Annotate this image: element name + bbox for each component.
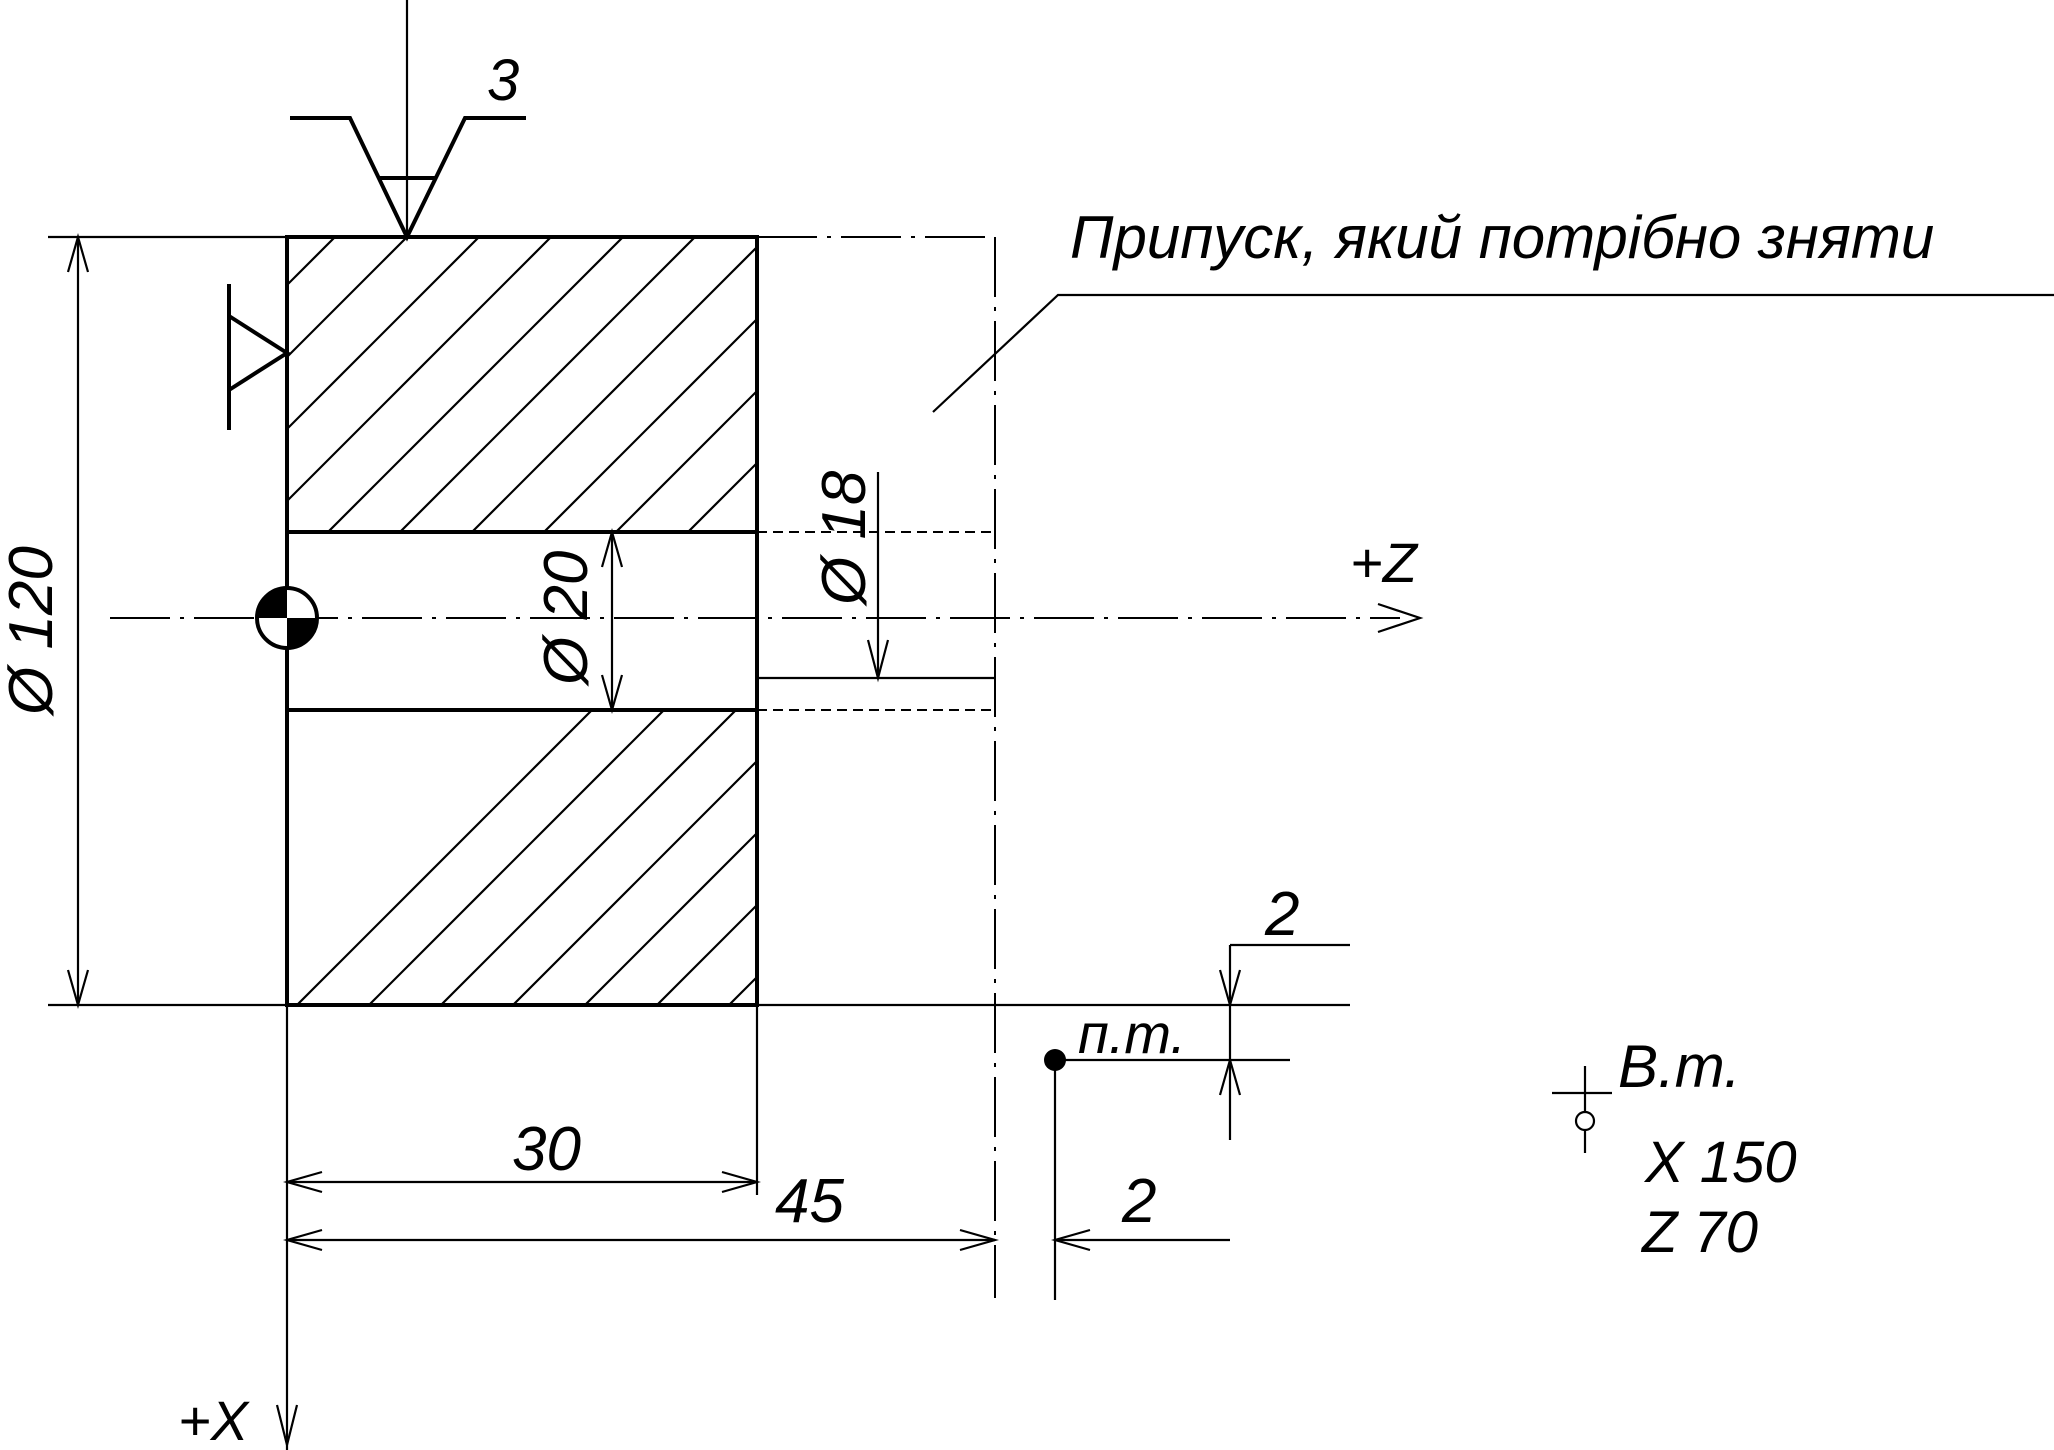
hatch-line xyxy=(0,237,263,532)
length-45-label: 45 xyxy=(775,1167,844,1236)
hatch-line xyxy=(1521,710,1816,1005)
hatch-line xyxy=(1120,237,1415,532)
z-axis-label: +Z xyxy=(1350,531,1419,594)
hatch-line xyxy=(1192,237,1487,532)
tool-change-point-label: В.т. xyxy=(1618,1033,1741,1100)
start-point-dot xyxy=(1044,1049,1066,1071)
z-axis-line xyxy=(110,602,1424,634)
hatch-line xyxy=(1089,710,1384,1005)
hatch-line xyxy=(976,237,1271,532)
hatch-line xyxy=(945,710,1240,1005)
offset-x-label: 2 xyxy=(1264,880,1299,949)
dimension-30 xyxy=(282,1005,762,1195)
upper-section-hatching xyxy=(0,237,1631,532)
x-axis-line xyxy=(275,1005,299,1450)
x-axis-label: +X xyxy=(178,1389,251,1450)
dimension-120 xyxy=(48,232,1350,1010)
hatch-line xyxy=(440,710,737,1005)
dimension-20 xyxy=(600,527,624,715)
hatch-line xyxy=(287,237,552,503)
hatch-line xyxy=(1161,710,1456,1005)
annotation-leader xyxy=(932,293,2054,413)
hatch-line xyxy=(368,710,665,1005)
allowance-boundary xyxy=(757,236,996,1298)
zero-point-symbol xyxy=(255,586,319,650)
datum-symbol xyxy=(227,284,291,430)
hatch-line xyxy=(1336,237,1631,532)
bore-diameter-label: Ø 20 xyxy=(532,551,601,687)
hatch-line xyxy=(1665,710,1960,1005)
hatch-line xyxy=(615,389,757,532)
part-outline xyxy=(285,235,759,1007)
hatch-line xyxy=(287,237,408,359)
hatch-line xyxy=(543,317,757,532)
hatch-line xyxy=(1449,710,1744,1005)
dimension-offset-z xyxy=(1050,1060,1230,1300)
roughness-symbol xyxy=(290,0,526,242)
hatch-line xyxy=(801,710,1096,1005)
hatch-line xyxy=(584,831,757,1005)
hatch-line xyxy=(1305,710,1600,1005)
hatch-line xyxy=(1017,710,1312,1005)
hatch-line xyxy=(1264,237,1559,532)
hatch-line xyxy=(512,759,757,1005)
tool-change-point-icon xyxy=(1552,1066,1612,1153)
hatch-line xyxy=(1377,710,1672,1005)
outer-diameter-label: Ø 120 xyxy=(0,546,66,717)
tool-change-x-label: X 150 xyxy=(1643,1130,1797,1195)
hatch-line xyxy=(327,237,624,532)
hatch-line xyxy=(287,237,336,287)
hatch-line xyxy=(296,710,593,1005)
hatch-line xyxy=(471,245,757,532)
small-diameter-label: Ø 18 xyxy=(810,470,879,607)
hatch-line xyxy=(0,237,191,532)
length-30-label: 30 xyxy=(512,1115,581,1184)
dimension-18 xyxy=(866,472,890,683)
tool-change-z-label: Z 70 xyxy=(1640,1200,1758,1265)
allowance-annotation: Припуск, який потрібно зняти xyxy=(1070,204,1934,271)
hatch-line xyxy=(656,903,757,1005)
hatch-line xyxy=(728,975,757,1005)
hatch-line xyxy=(287,237,480,431)
start-point-label: п.т. xyxy=(1078,1002,1186,1065)
hatch-line xyxy=(873,710,1168,1005)
hatch-line xyxy=(399,237,696,532)
lower-section-hatching xyxy=(296,710,2054,1005)
hatch-line xyxy=(687,461,757,532)
roughness-value: 3 xyxy=(487,48,519,113)
hatch-line xyxy=(1809,710,2054,1005)
offset-z-label: 2 xyxy=(1121,1167,1156,1236)
hatch-line xyxy=(0,237,119,532)
dimension-45 xyxy=(282,1228,1000,1252)
hatch-line xyxy=(904,237,1199,532)
hatch-line xyxy=(1593,710,1888,1005)
hatch-line xyxy=(1048,237,1343,532)
hatch-line xyxy=(1737,710,2032,1005)
hatch-line xyxy=(1233,710,1528,1005)
dimension-offset-x xyxy=(1055,943,1350,1140)
hatch-line xyxy=(760,237,1055,532)
